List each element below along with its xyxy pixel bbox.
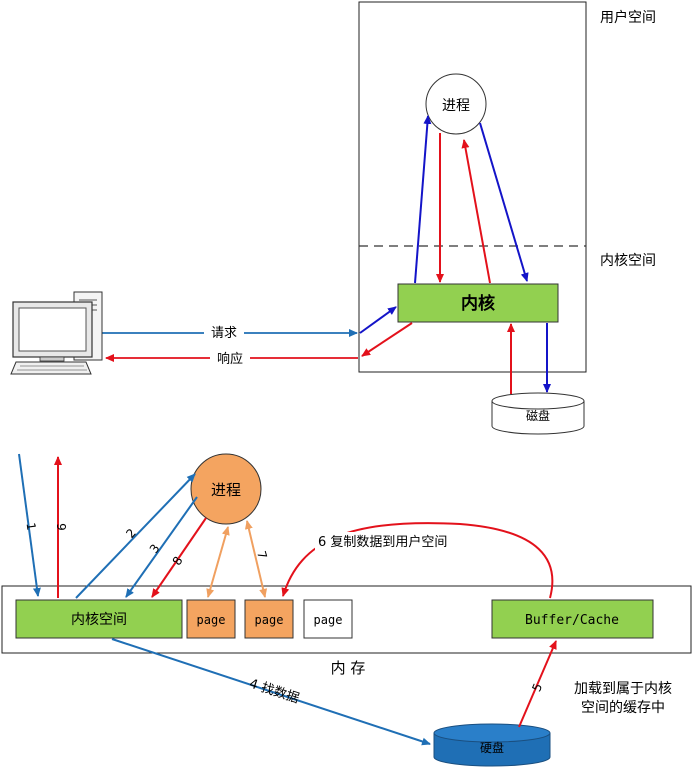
step-4-arrow [111, 638, 431, 746]
kernel-box [397, 283, 559, 323]
kernel-to-process-arrow-blue [414, 115, 432, 284]
process-label: 进程 [442, 98, 470, 114]
response-label: 响应 [217, 351, 243, 367]
process-circle [425, 73, 487, 135]
disk-cylinder: 磁盘 [491, 392, 585, 435]
desktop-computer-icon [10, 291, 103, 375]
step-5-desc-line2: 空间的缓存中 [581, 700, 665, 716]
page2-process-arrow [244, 520, 268, 598]
buffer-cache-label: Buffer/Cache [525, 613, 619, 628]
step-6-arrow [281, 522, 554, 599]
process-to-kernel-arrow-blue [479, 122, 529, 282]
disk-label: 磁盘 [526, 408, 550, 423]
step-3-arrow [125, 496, 198, 598]
kernel-space-box [15, 599, 183, 639]
page1-process-arrow [206, 526, 230, 598]
step-7-label: 7 [254, 549, 270, 560]
kernel-label: 内核 [461, 293, 495, 314]
step-2-arrow [75, 473, 196, 599]
kernel-space-label: 内核空间 [71, 612, 127, 628]
process-circle-orange [190, 453, 262, 525]
request-label: 请求 [211, 326, 237, 341]
hard-disk-label: 硬盘 [480, 740, 504, 755]
step-6-label: 6 复制数据到用户空间 [318, 534, 447, 550]
memory-label: 内 存 [331, 659, 366, 677]
buffer-cache-box [491, 599, 654, 639]
hard-disk-cylinder: 硬盘 [433, 723, 551, 767]
step-1-arrow [18, 453, 41, 597]
request-to-kernel-arrow [359, 306, 397, 334]
step-9-label: 9 [54, 523, 68, 531]
bottom-diagram: 内 存 内核空间 page page page Buffer/Cache 进程 … [1, 453, 692, 767]
page-box-2 [244, 599, 294, 639]
step-8-label: 8 [170, 554, 186, 568]
page-box-1 [186, 599, 236, 639]
user-space-label: 用户空间 [600, 9, 656, 26]
step-5-arrow [518, 640, 557, 728]
step-8-arrow [151, 517, 207, 598]
page-label-2: page [255, 613, 284, 627]
step-3-label: 3 [147, 542, 163, 556]
step-5-desc-line1: 加载到属于内核 [574, 681, 672, 697]
page-label-1: page [197, 613, 226, 627]
top-diagram: 用户空间 内核空间 进程 内核 磁盘 请求 响应 [10, 1, 656, 435]
page-label-3: page [314, 613, 343, 627]
kernel-to-response-arrow [361, 322, 413, 357]
step-4-label: 4 找数据 [247, 677, 301, 707]
page-box-3 [303, 599, 353, 639]
process-label-orange: 进程 [211, 481, 241, 499]
kernel-space-label: 内核空间 [600, 253, 656, 269]
step-2-label: 2 [123, 526, 139, 541]
step-1-label: 1 [23, 522, 38, 532]
kernel-to-process-arrow-red [461, 139, 491, 284]
